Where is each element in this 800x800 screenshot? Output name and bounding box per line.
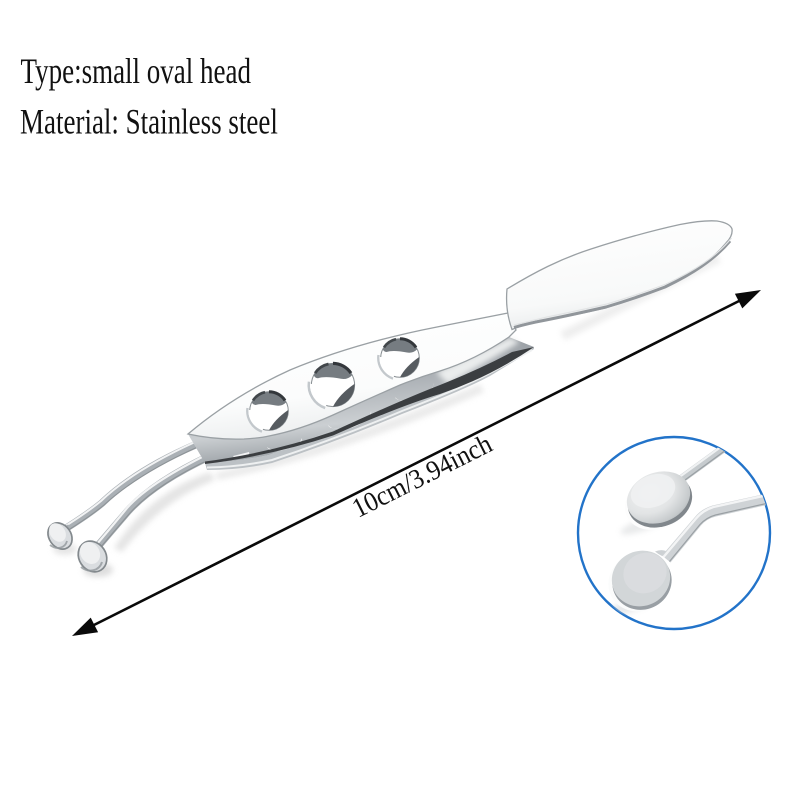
svg-text:Material: Stainless steel: Material: Stainless steel: [20, 101, 278, 142]
svg-text:Type:small oval head: Type:small oval head: [21, 50, 251, 91]
